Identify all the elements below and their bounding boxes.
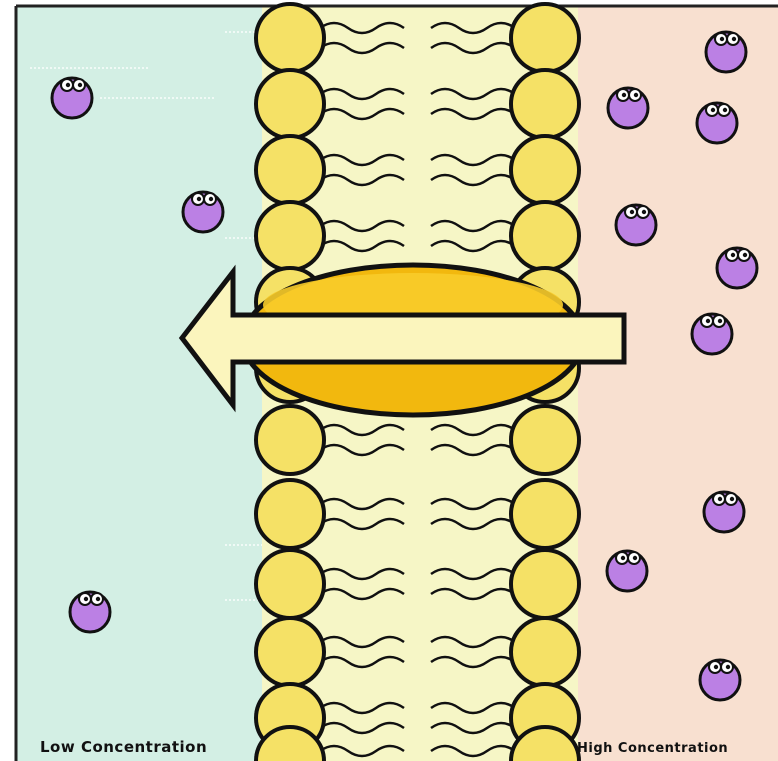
molecule [717, 248, 757, 288]
phospholipid-head [256, 406, 324, 474]
molecule [697, 103, 737, 143]
phospholipid-head [256, 618, 324, 686]
low-concentration-label: Low Concentration [40, 738, 207, 756]
molecule [607, 551, 647, 591]
molecule [608, 88, 648, 128]
molecule [616, 205, 656, 245]
molecule [700, 660, 740, 700]
molecule [70, 592, 110, 632]
phospholipid-head [256, 70, 324, 138]
phospholipid-head [511, 618, 579, 686]
high-concentration-region [578, 6, 778, 761]
phospholipid-head [511, 136, 579, 204]
molecule [706, 32, 746, 72]
phospholipid-head [511, 4, 579, 72]
phospholipid-head [256, 202, 324, 270]
molecule [52, 78, 92, 118]
phospholipid-head [511, 550, 579, 618]
phospholipid-head [256, 136, 324, 204]
phospholipid-head [511, 70, 579, 138]
phospholipid-head [256, 480, 324, 548]
phospholipid-head [256, 550, 324, 618]
molecule [704, 492, 744, 532]
phospholipid-head [511, 202, 579, 270]
high-concentration-label: High Concentration [577, 741, 728, 756]
molecule [183, 192, 223, 232]
phospholipid-head [511, 406, 579, 474]
phospholipid-head [256, 4, 324, 72]
phospholipid-head [511, 480, 579, 548]
molecule [692, 314, 732, 354]
